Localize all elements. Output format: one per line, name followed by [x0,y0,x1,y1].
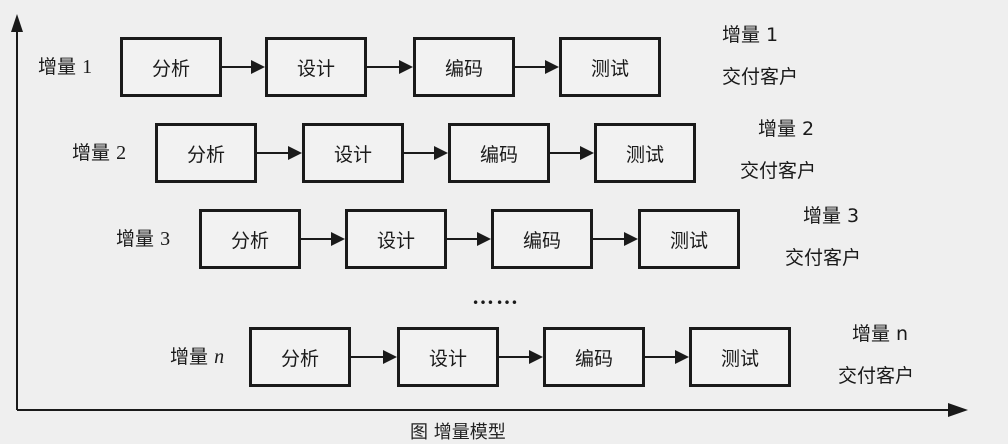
stage-label: 编码 [444,57,483,80]
stage-box: 分析 [249,327,351,387]
flow-arrow [257,146,302,160]
delivery-increment: 增量 2 [758,118,815,140]
axes [11,14,968,417]
stage-box: 分析 [199,209,301,269]
flow-arrow [515,60,559,74]
figure-caption: 图 增量模型 [410,422,506,443]
increment-label: 增量 2 [72,142,126,164]
increment-label-text: 增量 [72,142,111,164]
stage-label: 分析 [186,143,225,166]
stage-label: 分析 [230,229,269,252]
increment-number: 3 [160,228,171,250]
flow-arrow [550,146,594,160]
stage-box: 测试 [689,327,791,387]
increment-label-text: 增量 [170,346,209,368]
increment-number: 1 [82,56,93,78]
delivery-customer: 交付客户 [785,247,862,269]
ellipsis: …… [472,284,520,309]
flow-arrow [593,232,638,246]
increment-label: 增量 1 [38,56,92,78]
stage-label: 测试 [669,229,708,252]
stage-label: 编码 [479,143,518,166]
delivery-customer: 交付客户 [838,365,915,387]
increment-label-text: 增量 [38,56,77,78]
stage-label: 分析 [280,347,319,370]
stage-label: 编码 [522,229,561,252]
stage-box: 测试 [594,123,696,183]
stage-label: 测试 [720,347,759,370]
delivery-customer: 交付客户 [722,66,799,88]
stage-box: 编码 [448,123,550,183]
y-axis-arrow [11,14,23,32]
stage-label: 设计 [428,347,467,370]
stage-label: 设计 [333,143,372,166]
flow-arrow [351,350,397,364]
flow-arrow [404,146,448,160]
delivery-increment: 增量 3 [803,205,860,227]
increment-label: 增量 n [170,346,224,368]
stage-box: 分析 [120,37,222,97]
flow-arrow [301,232,345,246]
stage-box: 测试 [559,37,661,97]
stage-box: 设计 [265,37,367,97]
stage-label: 设计 [376,229,415,252]
x-axis-arrow [948,403,968,417]
flow-arrow [447,232,491,246]
delivery-increment: 增量 n [852,323,909,345]
stage-label: 分析 [151,57,190,80]
stage-label: 测试 [590,57,629,80]
stage-label: 测试 [625,143,664,166]
stage-box: 设计 [397,327,499,387]
stage-box: 分析 [155,123,257,183]
increment-number: n [214,346,225,368]
stage-box: 设计 [345,209,447,269]
stage-box: 编码 [413,37,515,97]
increment-label-text: 增量 [116,228,155,250]
stage-label: 设计 [296,57,335,80]
flow-arrow [222,60,265,74]
delivery-increment: 增量 1 [722,24,779,46]
increment-label: 增量 3 [116,228,170,250]
flow-arrow [645,350,689,364]
increment-number: 2 [116,142,127,164]
stage-box: 编码 [543,327,645,387]
stage-box: 编码 [491,209,593,269]
stage-box: 设计 [302,123,404,183]
flow-arrow [499,350,543,364]
delivery-customer: 交付客户 [740,160,817,182]
flow-arrow [367,60,413,74]
stage-label: 编码 [574,347,613,370]
stage-box: 测试 [638,209,740,269]
